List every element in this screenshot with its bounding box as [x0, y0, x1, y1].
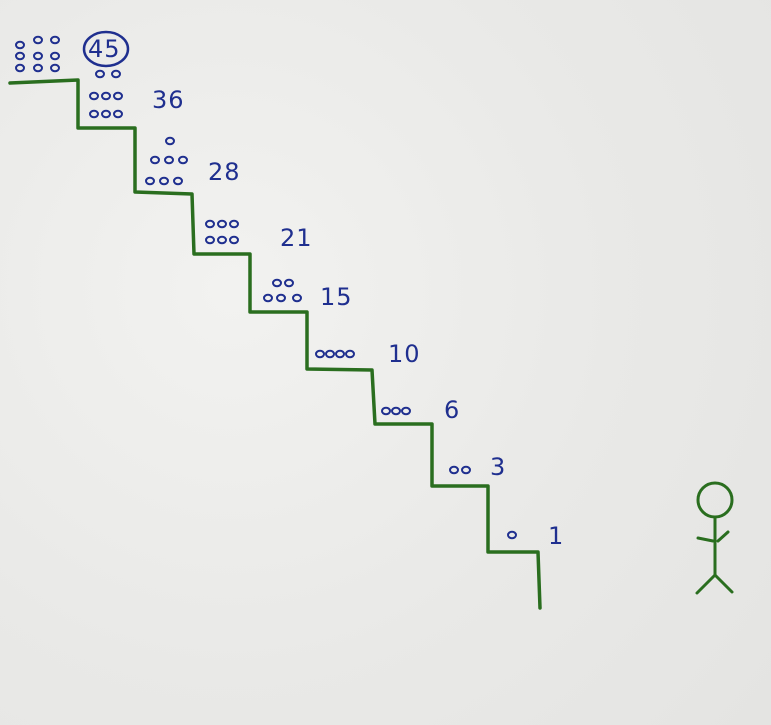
dot-mark: [16, 42, 24, 49]
step-label-6: 6: [444, 396, 460, 424]
step-label-10: 10: [388, 340, 421, 368]
dot-mark: [382, 408, 390, 415]
dot-mark: [179, 157, 187, 164]
dot-mark: [51, 53, 59, 60]
dots-21: [206, 221, 238, 244]
dot-mark: [102, 111, 110, 118]
dot-mark: [230, 221, 238, 228]
step-label-45: 45: [88, 35, 121, 63]
dot-mark: [114, 111, 122, 118]
step-label-21: 21: [280, 224, 313, 252]
dot-mark: [16, 65, 24, 72]
dot-mark: [277, 295, 285, 302]
dot-mark: [174, 178, 182, 185]
dot-mark: [508, 532, 516, 539]
dot-mark: [206, 221, 214, 228]
step-labels: 1 3 6 10 15 21 28 36 45: [88, 35, 564, 550]
dot-mark: [34, 65, 42, 72]
dots-1: [508, 532, 516, 539]
staircase-line: [10, 80, 540, 608]
dot-mark: [114, 93, 122, 100]
step-label-28: 28: [208, 158, 241, 186]
dot-mark: [450, 467, 458, 474]
dot-mark: [34, 37, 42, 44]
dot-mark: [112, 71, 120, 78]
dot-mark: [264, 295, 272, 302]
stick-figure-icon: [697, 483, 732, 593]
dot-mark: [51, 65, 59, 72]
dot-groups: [16, 37, 516, 539]
dot-mark: [165, 157, 173, 164]
dot-mark: [346, 351, 354, 358]
step-label-15: 15: [320, 283, 353, 311]
dot-mark: [160, 178, 168, 185]
dot-mark: [96, 71, 104, 78]
dot-mark: [336, 351, 344, 358]
dot-mark: [206, 237, 214, 244]
dot-mark: [316, 351, 324, 358]
dot-mark: [90, 111, 98, 118]
dot-mark: [285, 280, 293, 287]
dot-mark: [402, 408, 410, 415]
dot-mark: [166, 138, 174, 145]
dot-mark: [326, 351, 334, 358]
dots-3: [450, 467, 470, 474]
dots-10: [316, 351, 354, 358]
dot-mark: [293, 295, 301, 302]
dot-mark: [51, 37, 59, 44]
step-label-1: 1: [548, 522, 564, 550]
dot-mark: [16, 53, 24, 60]
step-label-36: 36: [152, 86, 185, 114]
dot-mark: [392, 408, 400, 415]
dot-mark: [230, 237, 238, 244]
dots-36: [90, 71, 122, 118]
dot-mark: [151, 157, 159, 164]
dot-mark: [90, 93, 98, 100]
dots-45: [16, 37, 59, 72]
dots-15: [264, 280, 301, 302]
dot-mark: [218, 237, 226, 244]
dot-mark: [34, 53, 42, 60]
dot-mark: [146, 178, 154, 185]
dot-mark: [462, 467, 470, 474]
step-label-3: 3: [490, 453, 506, 481]
dot-mark: [273, 280, 281, 287]
dot-mark: [218, 221, 226, 228]
dots-28: [146, 138, 187, 185]
dot-mark: [102, 93, 110, 100]
dots-6: [382, 408, 410, 415]
